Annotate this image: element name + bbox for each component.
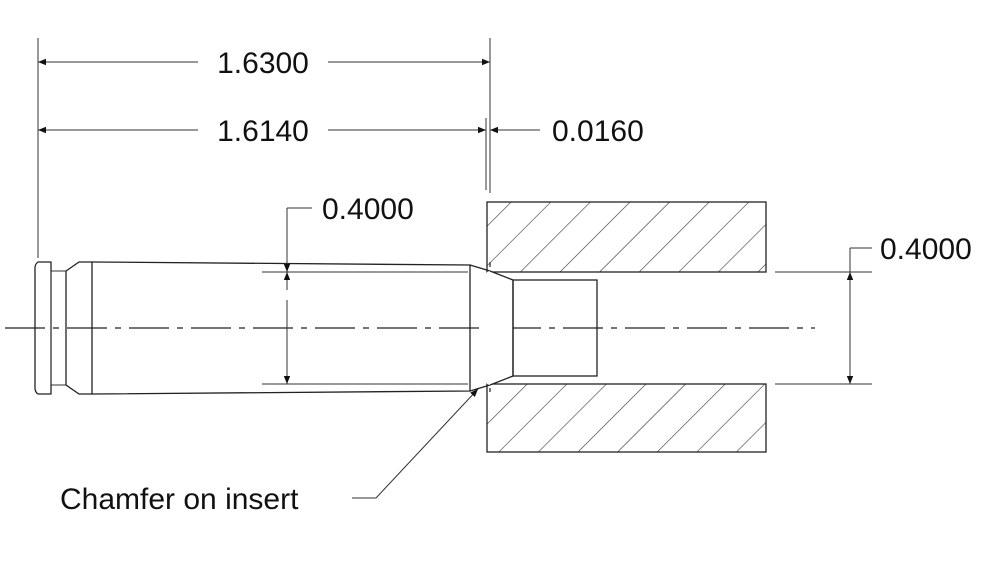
dimension-label: 1.6140 <box>217 115 309 148</box>
dimension-gap: 0.0160 <box>490 115 644 148</box>
dimension-case-diameter: 0.4000 <box>283 193 414 384</box>
chamfer-note: Chamfer on insert <box>60 483 299 516</box>
cartridge-case <box>34 261 491 395</box>
dimension-overall-length: 1.6300 <box>38 47 490 80</box>
dimension-shoulder-length: 1.6140 <box>38 115 486 148</box>
chamfer-callout: Chamfer on insert <box>60 388 479 516</box>
dimension-label: 1.6300 <box>217 47 309 80</box>
dimension-bore-diameter: 0.4000 <box>846 233 972 384</box>
dimension-label: 0.4000 <box>880 233 972 266</box>
insert-section <box>486 201 767 453</box>
dimension-label: 0.0160 <box>552 115 644 148</box>
dimension-label: 0.4000 <box>322 193 414 226</box>
